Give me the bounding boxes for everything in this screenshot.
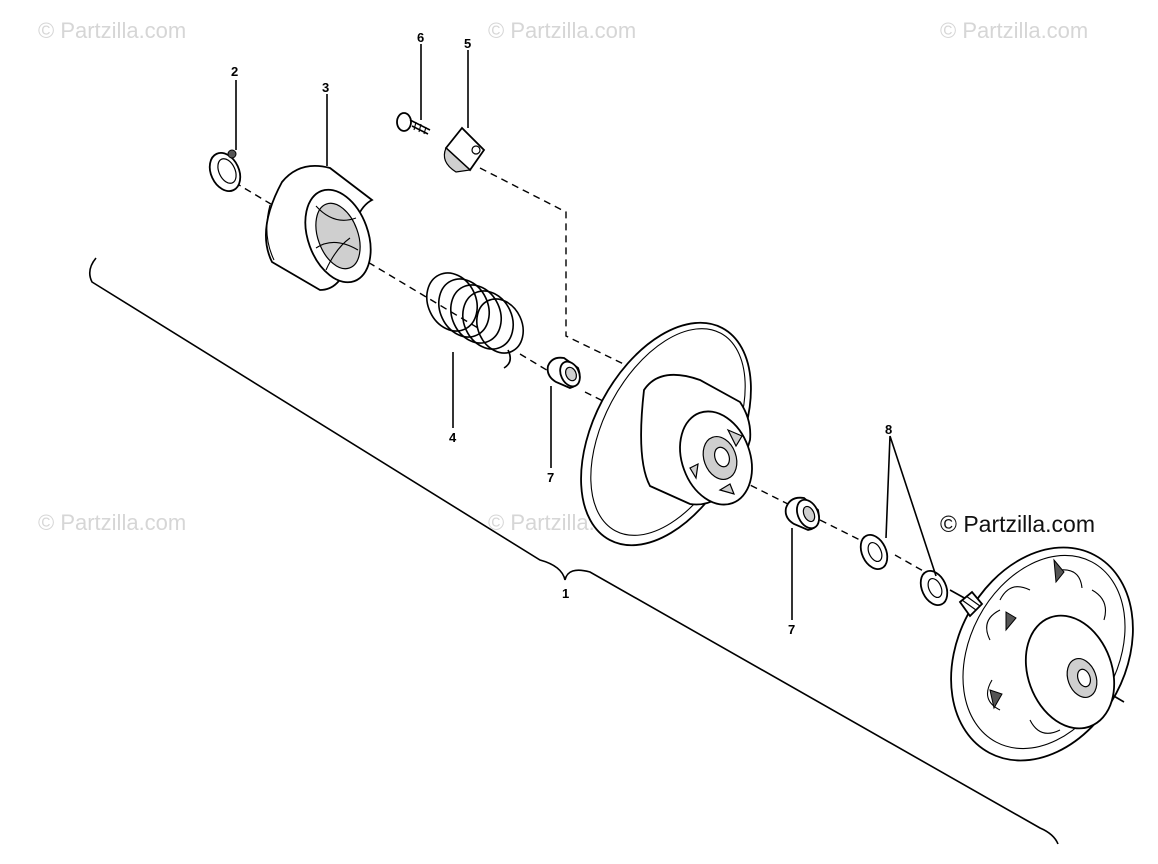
callout-4: 4 xyxy=(449,430,457,445)
movable-sheave-part xyxy=(580,321,753,547)
assembly-bracket xyxy=(88,257,1059,845)
bushing-right-part xyxy=(784,496,820,531)
watermark-top-left: © Partzilla.com xyxy=(38,18,187,43)
callout-6: 6 xyxy=(417,30,424,45)
bushing-left-part xyxy=(546,356,581,389)
watermark-mid-right: © Partzilla.com xyxy=(940,511,1095,537)
callout-7-left: 7 xyxy=(547,470,554,485)
weight-part xyxy=(443,126,486,173)
washer-upper-part xyxy=(859,534,889,570)
callout-2: 2 xyxy=(231,64,238,79)
washer-lower-part xyxy=(919,570,949,606)
callout-7-right: 7 xyxy=(788,622,795,637)
leader-lines xyxy=(235,44,937,620)
spring-part xyxy=(426,272,524,369)
weight-guide-line xyxy=(479,167,641,373)
shaft-axis-line xyxy=(213,169,926,573)
watermark-top-center: © Partzilla.com xyxy=(488,18,637,43)
watermark-top-right: © Partzilla.com xyxy=(940,18,1089,43)
fixed-sheave-part xyxy=(950,546,1134,762)
callout-5: 5 xyxy=(464,36,471,51)
callout-3: 3 xyxy=(322,80,329,95)
callout-1: 1 xyxy=(562,586,569,601)
screw-part xyxy=(396,112,431,135)
callout-8: 8 xyxy=(885,422,892,437)
snap-ring-part xyxy=(208,149,242,192)
cam-part xyxy=(265,164,374,291)
watermark-mid-left: © Partzilla.com xyxy=(38,510,187,535)
